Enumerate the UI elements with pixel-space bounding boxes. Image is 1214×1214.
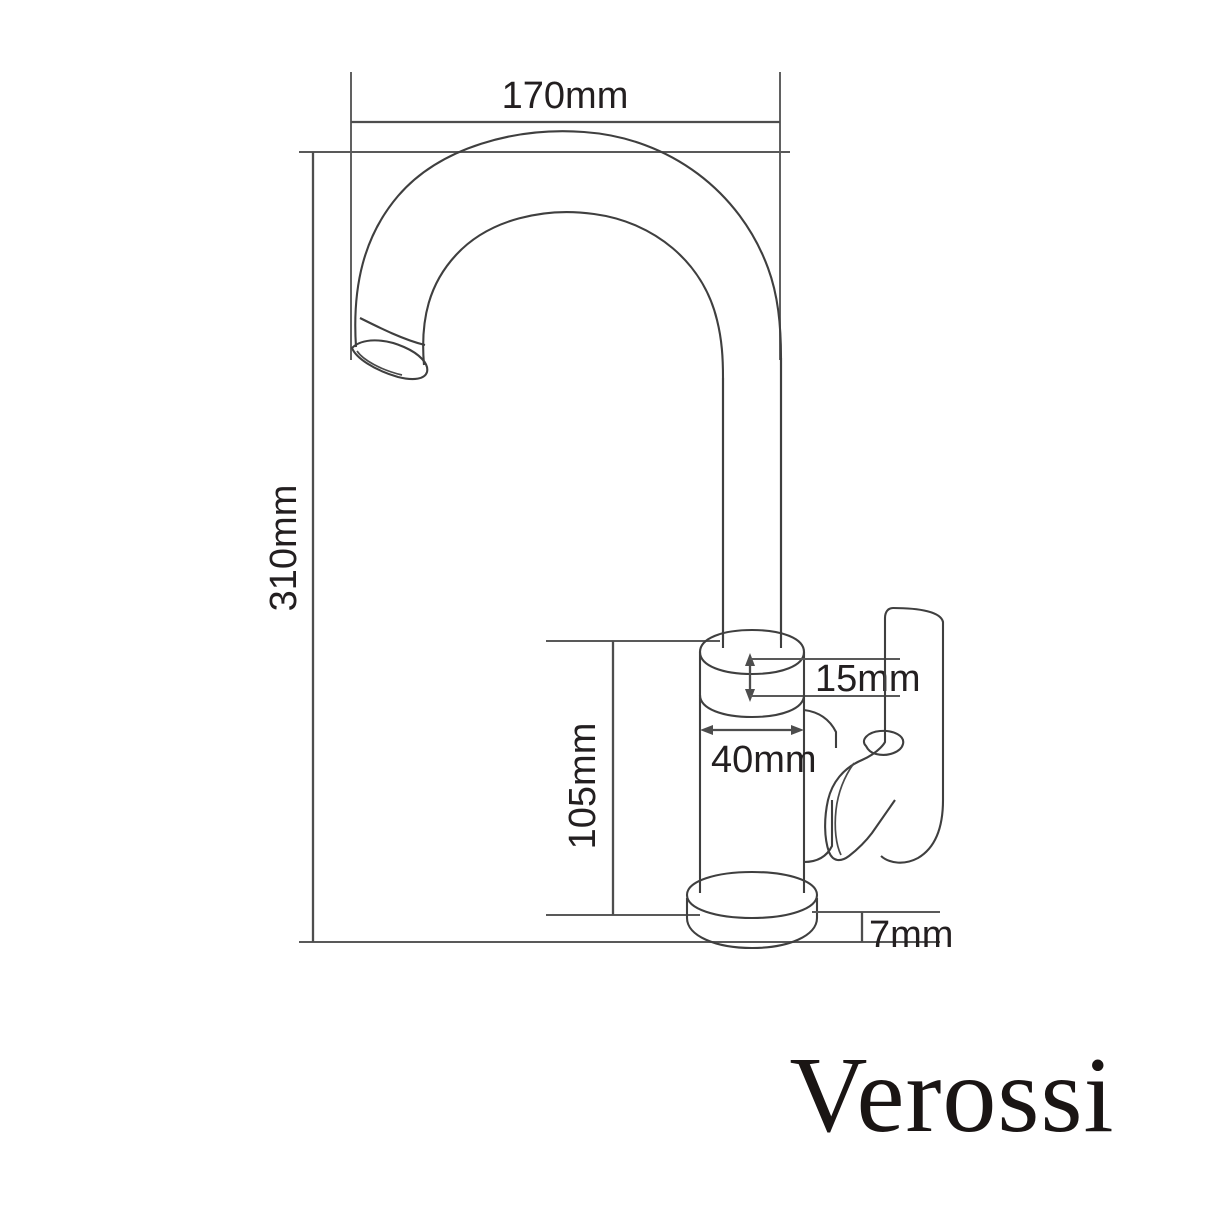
spout-inner-profile [422,211,725,640]
collar-bottom-arc [698,694,806,719]
dimension-label-105mm: 105mm [562,723,604,850]
handle-right-contour [880,606,945,864]
arrow-head-40-right [791,725,804,735]
brand-logo-verossi: Verossi [790,1036,1115,1155]
dimension-label-170mm: 170mm [502,75,629,117]
base-top-ellipse [685,870,819,920]
dimension-collar-height: 15mm [745,653,921,702]
handle-neck-top [803,708,838,748]
base-flange [685,870,819,950]
main-body-cylinder [698,695,806,893]
handle-inner-crease [834,762,855,856]
dimension-base-thickness: 7mm [812,911,953,956]
dimension-overall-height: 310mm [263,151,880,943]
spout-outer-profile [354,130,783,640]
dimension-label-15mm: 15mm [815,658,921,700]
dimension-spout-reach: 170mm [350,72,781,360]
gooseneck-spout [350,130,783,640]
handle-neck-bottom [803,800,834,864]
base-bottom-arc [685,917,819,950]
dimension-body-height: 105mm [546,640,720,916]
handle-pivot-ellipse [862,729,905,756]
aerator-outlet-ellipse [350,339,429,381]
handle-left-contour [824,606,896,862]
dimension-label-310mm: 310mm [263,485,305,612]
arrow-head-40-left [700,725,713,735]
aerator-outlet-inner-edge [356,350,403,376]
dimension-label-7mm: 7mm [869,914,953,956]
side-lever-handle [803,606,945,864]
riser-column [721,358,783,648]
aerator-band-line [359,317,426,347]
dimension-body-diameter: 40mm [700,725,817,781]
dimension-label-40mm: 40mm [711,739,817,781]
